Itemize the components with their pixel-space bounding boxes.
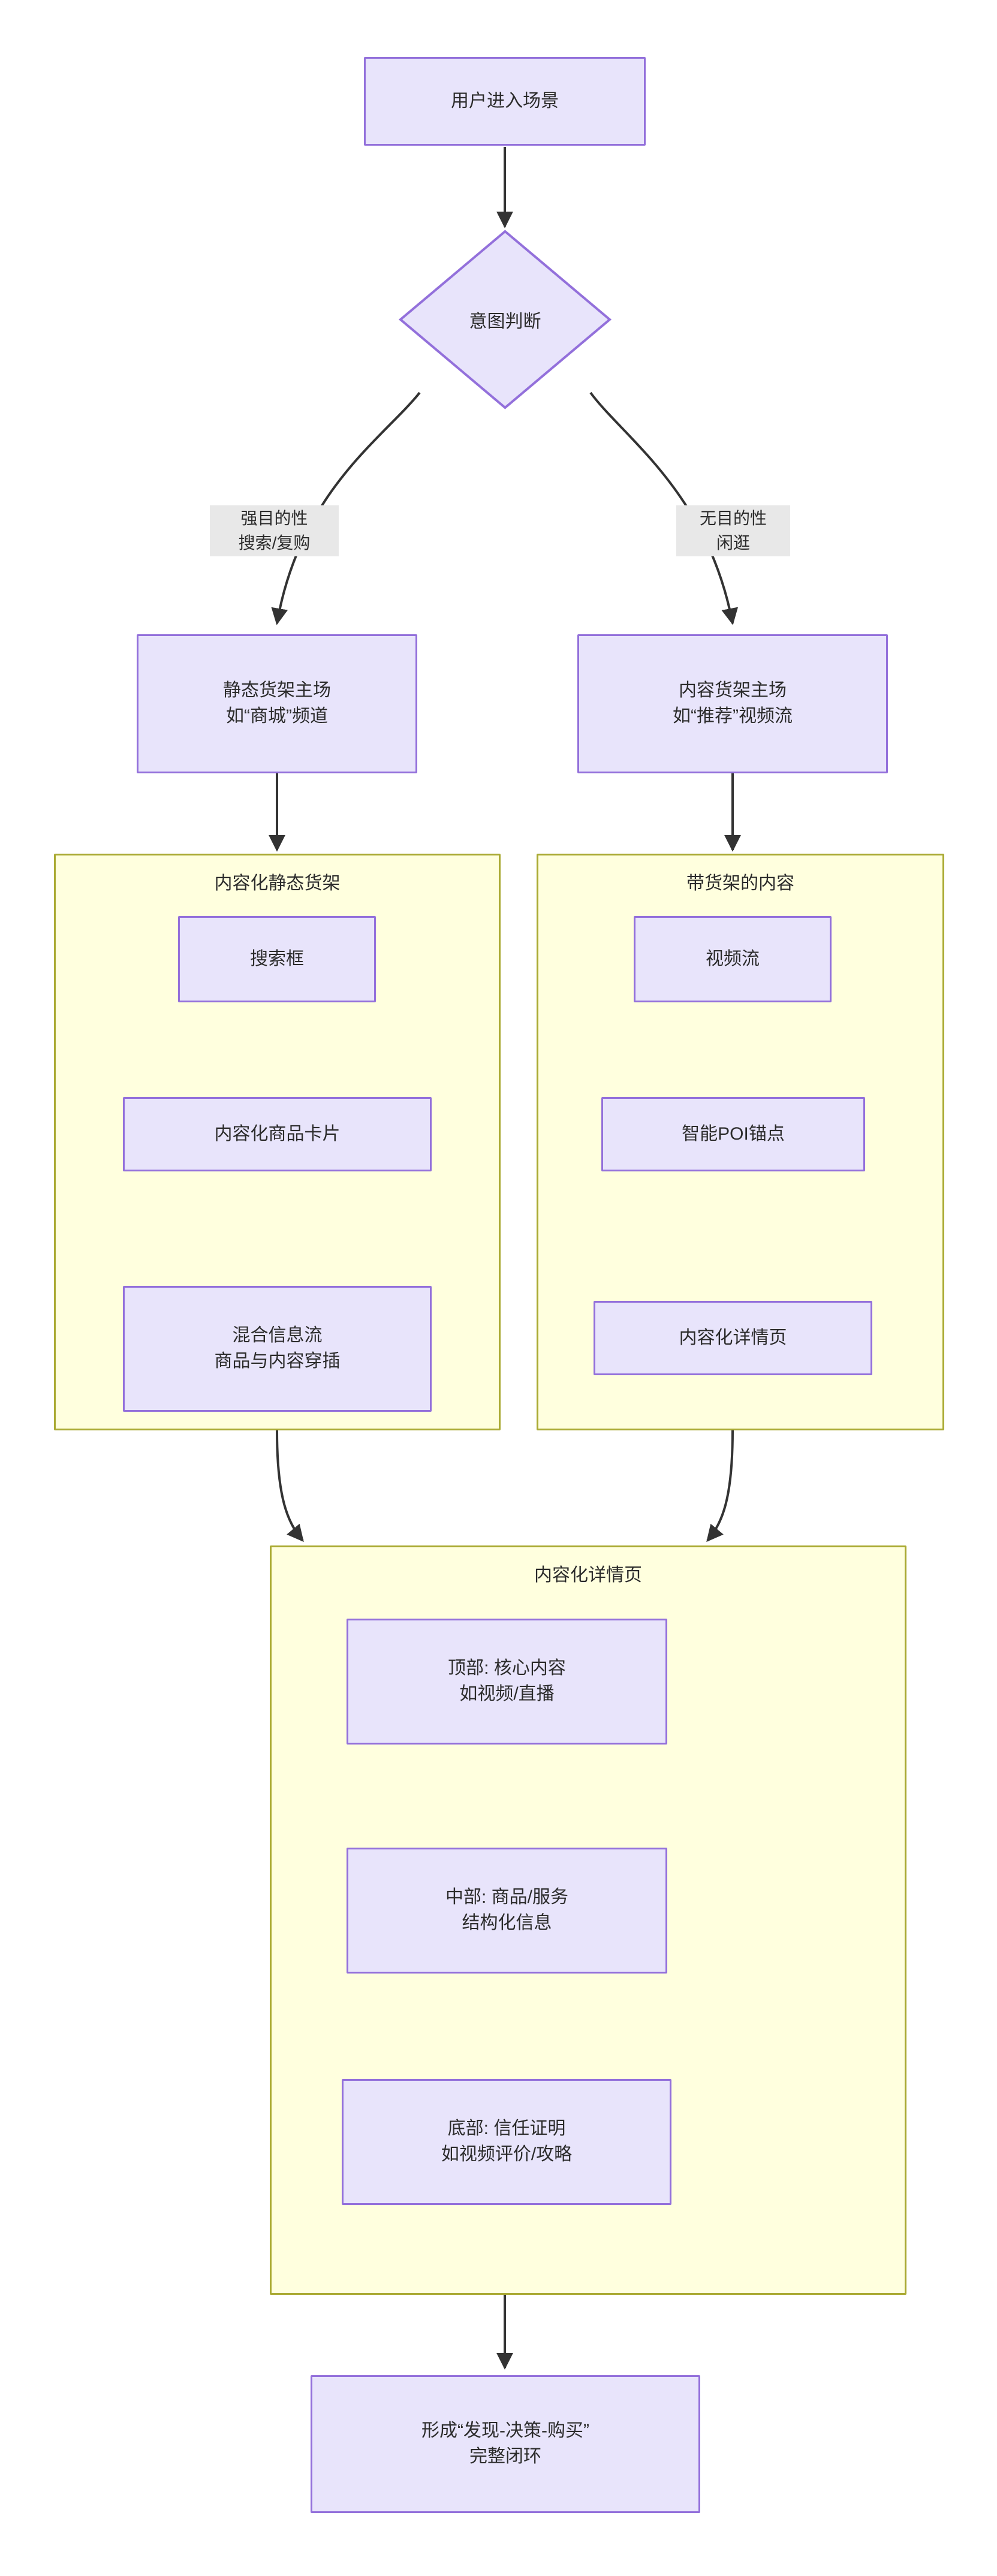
node-user-enters-scene[interactable]: 用户进入场景 <box>364 57 646 146</box>
node-label: 内容化详情页 <box>679 1327 787 1348</box>
node-label-line-1: 底部: 信任证明 <box>447 2119 566 2139</box>
edge-label-line-1: 无目的性 <box>699 509 767 528</box>
node-label: 用户进入场景 <box>451 91 559 111</box>
node-label-line-2: 如“商城”频道 <box>226 706 328 726</box>
cluster-title-content-static-shelf: 内容化静态货架 <box>214 873 341 893</box>
edge-label-line-2: 搜索/复购 <box>238 533 311 552</box>
node-smart-poi-anchor[interactable]: 智能POI锚点 <box>601 1097 865 1171</box>
node-content-product-card[interactable]: 内容化商品卡片 <box>123 1097 432 1171</box>
node-label-line-2: 如视频/直播 <box>459 1684 555 1704</box>
node-label: 意图判断 <box>469 312 541 332</box>
node-detail-bottom-trust-proof[interactable]: 底部: 信任证明 如视频评价/攻略 <box>342 2079 671 2205</box>
node-intent-decision[interactable]: 意图判断 <box>398 230 612 409</box>
node-detail-top-core-content[interactable]: 顶部: 核心内容 如视频/直播 <box>347 1619 667 1745</box>
node-label-line-1: 顶部: 核心内容 <box>448 1658 566 1679</box>
node-label: 智能POI锚点 <box>682 1123 785 1144</box>
node-static-shelf-main[interactable]: 静态货架主场 如“商城”频道 <box>137 634 417 773</box>
node-detail-middle-product-service[interactable]: 中部: 商品/服务 结构化信息 <box>347 1848 667 1974</box>
node-label: 视频流 <box>706 948 760 969</box>
node-search-box[interactable]: 搜索框 <box>178 916 376 1002</box>
cluster-title-content-with-shelf: 带货架的内容 <box>686 873 794 893</box>
edge-left-cluster-to-bottom-cluster <box>276 1430 304 1542</box>
node-closed-loop[interactable]: 形成“发现-决策-购买” 完整闭环 <box>311 2375 700 2513</box>
node-label-line-1: 静态货架主场 <box>223 680 331 701</box>
node-label-line-2: 结构化信息 <box>462 1913 552 1933</box>
edge-label-no-intent: 无目的性 闲逛 <box>676 505 790 557</box>
node-label-line-1: 中部: 商品/服务 <box>445 1887 568 1908</box>
node-label-line-2: 如“推荐”视频流 <box>673 706 793 726</box>
node-label-line-2: 商品与内容穿插 <box>214 1351 341 1371</box>
node-label: 搜索框 <box>250 948 304 969</box>
node-label-line-2: 完整闭环 <box>469 2447 541 2466</box>
node-content-detail-page-right[interactable]: 内容化详情页 <box>594 1301 872 1375</box>
edge-label-strong-intent: 强目的性 搜索/复购 <box>210 505 339 557</box>
edge-label-line-1: 强目的性 <box>240 509 308 528</box>
node-label: 内容化商品卡片 <box>214 1123 341 1144</box>
cluster-title-content-detail-page: 内容化详情页 <box>534 1565 642 1585</box>
node-mixed-feed[interactable]: 混合信息流 商品与内容穿插 <box>123 1286 432 1412</box>
node-label-line-1: 内容货架主场 <box>679 680 787 701</box>
node-content-shelf-main[interactable]: 内容货架主场 如“推荐”视频流 <box>577 634 888 773</box>
node-label-line-1: 混合信息流 <box>232 1325 323 1346</box>
node-video-feed[interactable]: 视频流 <box>634 916 832 1002</box>
diamond-shape <box>398 230 612 409</box>
node-label-line-1: 形成“发现-决策-购买” <box>421 2421 589 2441</box>
edge-label-line-2: 闲逛 <box>716 533 750 552</box>
node-label-line-2: 如视频评价/攻略 <box>441 2144 573 2164</box>
edge-right-cluster-to-bottom-cluster <box>706 1430 734 1542</box>
